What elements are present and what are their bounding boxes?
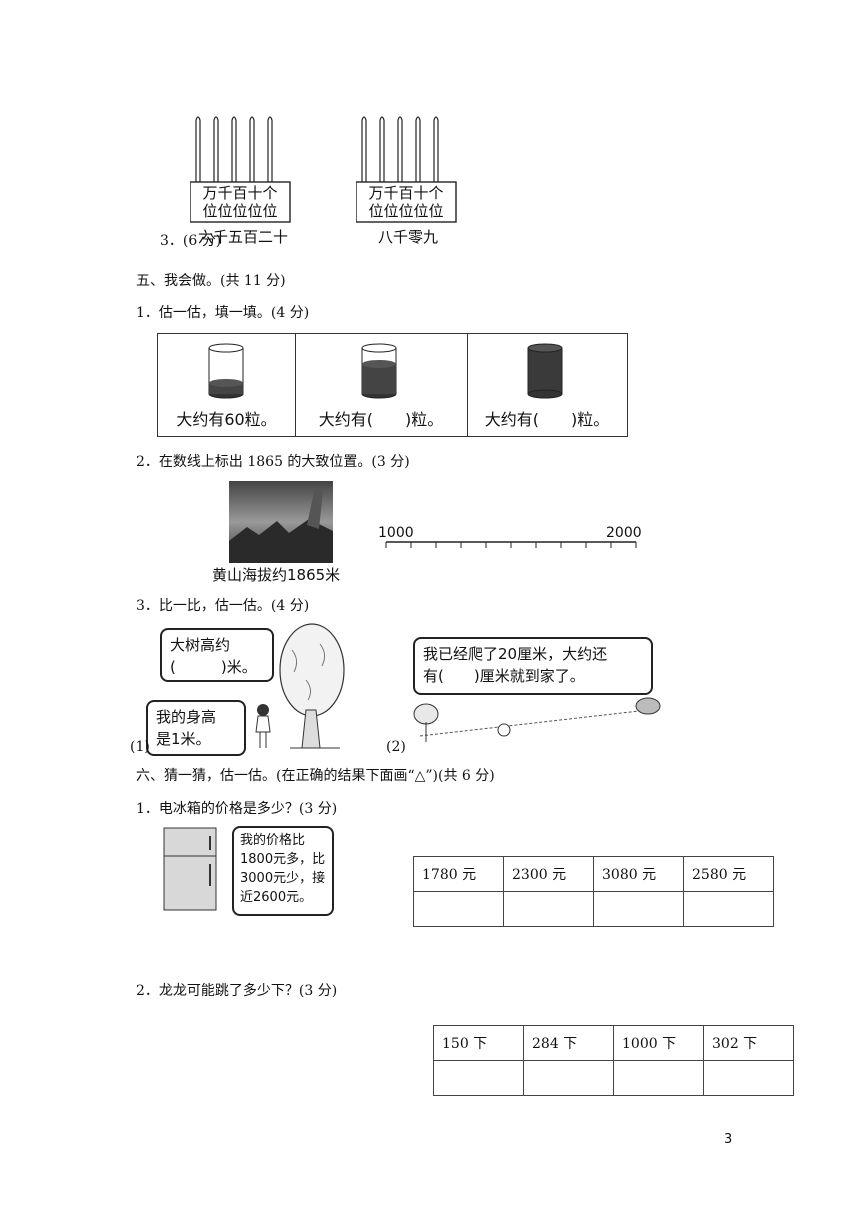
table-row: 150 下 284 下 1000 下 302 下: [433, 1025, 794, 1061]
answer-cell[interactable]: [683, 891, 774, 927]
place-suffix-row: 位位位位位: [202, 202, 278, 220]
jar-cell-3: 大约有( )粒。: [467, 334, 627, 436]
answer-cell[interactable]: [413, 891, 504, 927]
q5-item1: 1．估一估，填一填。(4 分): [136, 305, 310, 321]
jump-choice-table: 150 下 284 下 1000 下 302 下: [433, 1025, 794, 1096]
refrigerator-illustration: [163, 827, 217, 911]
jump-option: 150 下: [433, 1025, 524, 1061]
sub-question-1: (1): [130, 739, 150, 755]
girl-illustration: [255, 704, 271, 748]
jar-cell-1: 大约有60粒。: [158, 334, 296, 436]
answer-cell[interactable]: [503, 891, 594, 927]
girl-speech-bubble: 我的身高 是1米。: [146, 700, 246, 756]
snail-path-illustration: [413, 697, 661, 742]
snail-speech-bubble: 我已经爬了20厘米，大约还 有( )厘米就到家了。: [413, 637, 653, 695]
price-option: 2300 元: [503, 856, 594, 892]
jar-cell-2: 大约有( )粒。: [295, 334, 468, 436]
price-option: 2580 元: [683, 856, 774, 892]
jar-icon-half-amount: [361, 343, 397, 399]
answer-cell[interactable]: [523, 1060, 614, 1096]
jar-estimate-box: 大约有60粒。 大约有( )粒。 大约有( )粒。: [157, 333, 628, 437]
q4-item3-label: 3．(6 分): [160, 233, 222, 249]
jump-option: 1000 下: [613, 1025, 704, 1061]
fridge-speech-bubble: 我的价格比 1800元多，比 3000元少，接 近2600元。: [232, 826, 334, 916]
sub-question-2: (2): [386, 739, 406, 755]
answer-cell[interactable]: [703, 1060, 794, 1096]
page-number: 3: [724, 1132, 733, 1147]
abacus-right: [356, 116, 457, 223]
jump-option: 284 下: [523, 1025, 614, 1061]
answer-cell[interactable]: [433, 1060, 524, 1096]
section-6-heading: 六、猜一猜，估一估。(在正确的结果下面画“△”)(共 6 分): [136, 768, 495, 784]
abacus-left-caption: 六千五百二十: [198, 228, 289, 246]
jar-caption-1: 大约有60粒。: [176, 410, 277, 429]
number-line: [385, 541, 637, 548]
q5-item2: 2．在数线上标出 1865 的大致位置。(3 分): [136, 454, 410, 470]
price-choice-table: 1780 元 2300 元 3080 元 2580 元: [413, 856, 774, 927]
jump-option: 302 下: [703, 1025, 794, 1061]
place-suffix-row: 位位位位位: [368, 202, 444, 220]
tree-illustration: [279, 623, 345, 749]
abacus-left: [190, 116, 291, 223]
photo-caption: 黄山海拔约1865米: [212, 566, 341, 584]
table-row: [433, 1060, 794, 1096]
q6-item1: 1．电冰箱的价格是多少？(3 分): [136, 801, 338, 817]
tree-speech-bubble: 大树高约 ( )米。: [160, 628, 274, 682]
numberline-end-label: 2000: [606, 525, 642, 541]
table-row: 1780 元 2300 元 3080 元 2580 元: [413, 856, 774, 892]
price-option: 3080 元: [593, 856, 684, 892]
place-row: 万千百十个: [202, 184, 278, 202]
section-5-heading: 五、我会做。(共 11 分): [136, 273, 286, 289]
jar-icon-full-amount: [527, 343, 563, 399]
abacus-right-labels: 万千百十个 位位位位位: [356, 184, 456, 220]
table-row: [413, 891, 774, 927]
abacus-left-labels: 万千百十个 位位位位位: [190, 184, 290, 220]
answer-cell[interactable]: [593, 891, 684, 927]
mountain-photo: [229, 481, 333, 563]
q5-item3: 3．比一比，估一估。(4 分): [136, 598, 310, 614]
q6-item2: 2．龙龙可能跳了多少下？(3 分): [136, 983, 338, 999]
jar-caption-3: 大约有( )粒。: [484, 410, 610, 429]
place-row: 万千百十个: [368, 184, 444, 202]
jar-caption-2: 大约有( )粒。: [318, 410, 444, 429]
jar-icon-small-amount: [208, 343, 244, 399]
numberline-start-label: 1000: [378, 525, 414, 541]
answer-cell[interactable]: [613, 1060, 704, 1096]
price-option: 1780 元: [413, 856, 504, 892]
abacus-right-caption: 八千零九: [378, 228, 439, 246]
